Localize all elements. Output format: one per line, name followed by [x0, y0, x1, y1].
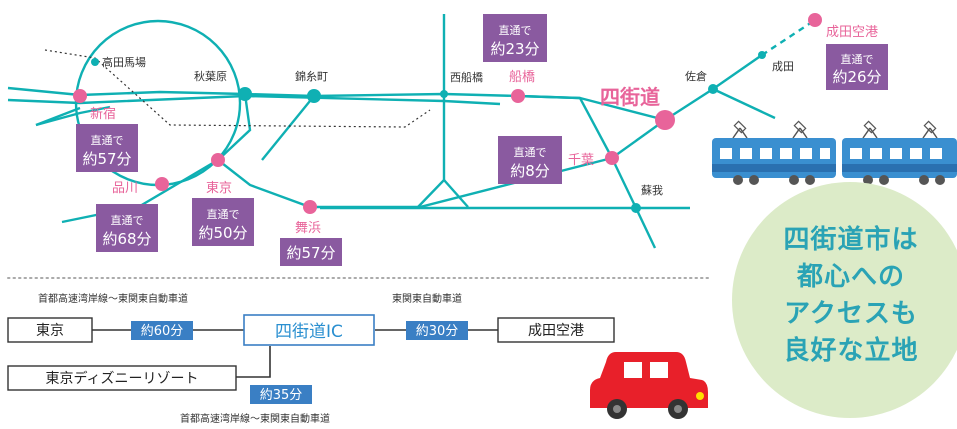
train-illustration [712, 120, 957, 185]
time-box-chiba-label: 直通で [514, 145, 547, 159]
rail-soga [610, 157, 657, 249]
station-dot-sakura [708, 84, 718, 94]
label-maihama: 舞浜 [295, 221, 321, 236]
time-box-shinjuku: 直通で 約57分 [76, 124, 138, 172]
label-soga: 蘇我 [641, 184, 663, 197]
route-label-top-right: 東関東自動車道 [392, 292, 462, 305]
rail-sakura-branch [712, 87, 776, 120]
station-dot-kinshicho [307, 89, 321, 103]
station-dot-shinagawa [155, 177, 169, 191]
station-dot-narita-airport [808, 13, 822, 27]
message-line-1: 四街道市は [783, 224, 918, 255]
car-illustration [590, 352, 708, 419]
time-box-funabashi-label: 直通で [499, 23, 532, 37]
road-node-narita-airport-label: 成田空港 [528, 323, 584, 339]
rail-kinshicho-down [261, 95, 315, 161]
label-chiba: 千葉 [568, 153, 594, 168]
pink-stations [73, 13, 822, 214]
time-box-funabashi: 直通で 約23分 [483, 14, 547, 62]
rail-sobu-down [217, 93, 252, 161]
road-time-narita: 約30分 [406, 321, 468, 340]
route-label-bottom: 首都高速湾岸線～東関東自動車道 [180, 412, 330, 425]
time-box-shinjuku-time: 約57分 [82, 150, 131, 168]
time-box-shinagawa-time: 約68分 [102, 230, 151, 248]
station-dot-chiba [605, 151, 619, 165]
label-tokyo: 東京 [206, 180, 232, 196]
label-takadanobaba: 高田馬場 [102, 55, 146, 69]
label-shinagawa: 品川 [112, 181, 138, 196]
rail-funabashi-chiba [517, 94, 614, 159]
road-time-disney: 約35分 [250, 385, 312, 404]
dotted-line [44, 49, 431, 128]
train-car-right [842, 120, 957, 185]
road-time-disney-label: 約35分 [260, 388, 303, 403]
time-box-maihama-time: 約57分 [286, 244, 335, 262]
label-shinjuku: 新宿 [90, 106, 116, 122]
time-box-funabashi-time: 約23分 [490, 40, 539, 58]
station-dot-takadanobaba [91, 58, 99, 66]
message-line-4: 良好な立地 [783, 335, 918, 366]
rail-chiba-line [611, 119, 666, 159]
label-narita: 成田 [772, 60, 794, 73]
road-node-disney: 東京ディズニーリゾート [7, 365, 237, 391]
road-node-tokyo: 東京 [7, 317, 93, 343]
route-label-top-left: 首都高速湾岸線～東関東自動車道 [38, 292, 188, 305]
time-box-maihama: 約57分 [280, 238, 342, 266]
access-message-circle: 四街道市は 都心への アクセスも 良好な立地 [732, 182, 957, 418]
rail-lines [7, 14, 816, 249]
time-box-narita-airport: 直通で 約26分 [826, 44, 888, 90]
rail-triangle [417, 178, 469, 208]
station-dot-akihabara [238, 87, 252, 101]
time-box-tokyo: 直通で 約50分 [192, 198, 254, 246]
time-box-shinagawa-label: 直通で [111, 213, 144, 227]
rail-chiba-yotsukaido-sakura [579, 54, 763, 122]
road-node-narita-airport: 成田空港 [497, 317, 615, 343]
label-kinshicho: 錦糸町 [295, 69, 328, 83]
message-line-2: 都心への [796, 262, 905, 292]
label-yotsukaido: 四街道 [600, 85, 660, 109]
road-node-tokyo-label: 東京 [36, 323, 64, 339]
station-dot-nishifunabashi [440, 90, 448, 98]
road-node-yotsukaido-ic-label: 四街道IC [275, 322, 343, 342]
road-node-yotsukaido-ic: 四街道IC [243, 314, 375, 346]
rail-left-lower [35, 106, 81, 127]
station-dot-soga [631, 203, 641, 213]
time-box-shinagawa: 直通で 約68分 [96, 204, 158, 252]
road-time-narita-label: 約30分 [416, 324, 459, 339]
rail-upper-main [7, 86, 581, 100]
label-akihabara: 秋葉原 [194, 69, 227, 83]
label-narita-airport: 成田空港 [826, 25, 878, 40]
label-sakura: 佐倉 [685, 69, 707, 83]
road-time-tokyo-label: 約60分 [141, 324, 184, 339]
time-box-narita-airport-label: 直通で [841, 52, 874, 66]
time-box-tokyo-label: 直通で [207, 207, 240, 221]
station-dot-yotsukaido [655, 110, 675, 130]
label-funabashi: 船橋 [509, 70, 535, 85]
time-box-narita-airport-time: 約26分 [832, 68, 881, 86]
time-box-shinjuku-label: 直通で [91, 133, 124, 147]
road-time-tokyo: 約60分 [131, 321, 193, 340]
time-box-chiba-time: 約8分 [510, 162, 550, 180]
teal-stations [91, 51, 766, 213]
rail-shinjuku-west [35, 105, 111, 127]
station-dot-funabashi [511, 89, 525, 103]
station-dot-narita [758, 51, 766, 59]
time-box-chiba: 直通で 約8分 [498, 136, 562, 184]
rail-narita-dashed [761, 18, 816, 57]
label-nishifunabashi: 西船橋 [450, 70, 483, 84]
time-box-tokyo-time: 約50分 [198, 224, 247, 242]
station-dot-tokyo [211, 153, 225, 167]
message-line-3: アクセスも [784, 299, 918, 329]
road-node-disney-label: 東京ディズニーリゾート [45, 370, 198, 387]
train-car-left [712, 120, 836, 185]
station-dot-shinjuku [73, 89, 87, 103]
station-dot-maihama [303, 200, 317, 214]
